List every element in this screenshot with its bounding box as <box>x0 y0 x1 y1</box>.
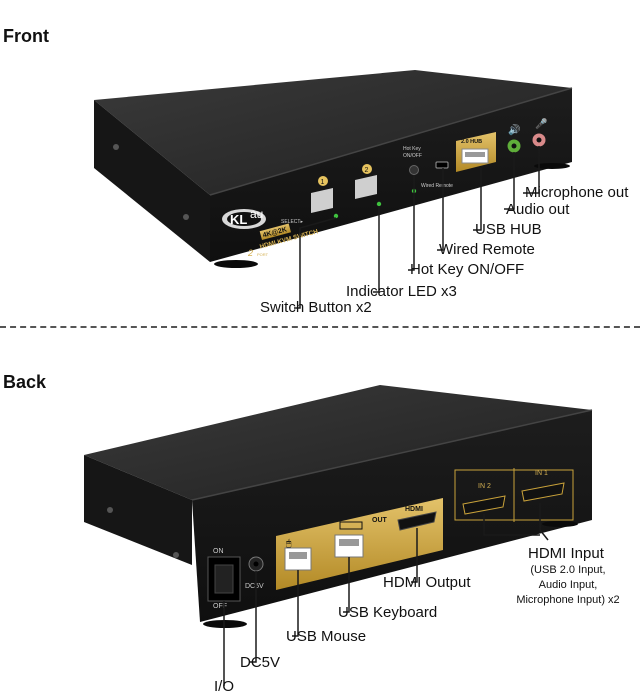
switch-button-1[interactable]: 1 <box>311 176 333 213</box>
hdmi-output-port[interactable] <box>397 511 437 531</box>
back-edge <box>191 409 593 501</box>
usb-mouse-port-tongue <box>289 552 307 559</box>
label-hdmi-input-note-3: Microphone Input) x2 <box>516 594 620 606</box>
usb-keyboard-port-tongue <box>339 539 359 546</box>
port-number: 2 <box>247 248 253 258</box>
svg-text:2: 2 <box>365 167 369 174</box>
microphone-icon: 🎤 <box>535 117 548 130</box>
port-word: PORT <box>257 252 269 257</box>
mouse-icon: 🖱 <box>286 538 292 549</box>
front-leader-lines <box>294 146 540 309</box>
screw-icon <box>107 507 113 513</box>
switch-button-2[interactable]: 2 <box>355 164 377 199</box>
label-usb-keyboard: USB Keyboard <box>338 604 438 621</box>
speaker-icon: 🔊 <box>508 123 520 136</box>
front-panel <box>210 88 572 262</box>
wired-remote-text: Wired Remote <box>421 183 453 189</box>
label-wired-remote: Wired Remote <box>439 241 535 258</box>
label-hdmi-input: HDMI Input <box>528 545 604 562</box>
indicator-led <box>376 201 382 207</box>
hotkey-text-line2: ON/OFF <box>403 153 422 159</box>
front-foot <box>214 260 258 268</box>
back-top-surface <box>84 385 592 500</box>
microphone-out-jack-hole <box>536 137 542 143</box>
label-hdmi-input-note-1: (USB 2.0 Input, <box>530 564 606 576</box>
off-text: OFF <box>213 603 227 610</box>
front-edge <box>209 87 573 196</box>
label-switch-button: Switch Button x2 <box>260 299 372 316</box>
front-left-side <box>94 100 210 262</box>
dc5v-jack-hole <box>253 561 259 567</box>
dc5v-text: DC5V <box>245 583 264 590</box>
label-dc5v: DC5V <box>240 654 281 671</box>
hotkey-button[interactable] <box>409 165 419 175</box>
back-foot <box>203 620 247 628</box>
in1-text: IN 1 <box>535 470 548 477</box>
front-foot <box>534 163 570 169</box>
label-io: I/O <box>214 678 235 695</box>
back-leader-lines <box>223 503 549 686</box>
label-usb-hub: USB HUB <box>475 221 542 238</box>
keyboard-icon <box>339 521 363 530</box>
logo-text-au: au <box>250 207 263 221</box>
label-hdmi-output: HDMI Output <box>383 574 471 591</box>
back-foot <box>542 521 578 527</box>
label-usb-mouse: USB Mouse <box>286 628 367 645</box>
in2-text: IN 2 <box>478 483 491 490</box>
screw-icon <box>183 214 189 220</box>
audio-out-jack-hole <box>511 143 517 149</box>
front-top-surface <box>94 70 572 195</box>
front-title: Front <box>3 26 49 46</box>
out-text: OUT <box>372 517 388 524</box>
usb-hub-port[interactable]: 2.0 HUB <box>456 132 496 172</box>
section-divider <box>0 326 640 328</box>
label-microphone-out: Microphone out <box>525 184 629 201</box>
logo-text-kl: KL <box>230 212 247 227</box>
select-text: SELECT▸ <box>281 219 303 225</box>
indicator-led <box>333 213 339 219</box>
label-hot-key: Hot Key ON/OFF <box>410 261 525 278</box>
on-text: ON <box>213 548 224 555</box>
screw-icon <box>113 144 119 150</box>
label-audio-out: Audio out <box>506 201 570 218</box>
back-left-side <box>84 455 192 565</box>
label-indicator-led: Indicator LED x3 <box>346 283 457 300</box>
hdmi-input-2-port[interactable] <box>462 495 506 515</box>
screw-icon <box>173 552 179 558</box>
klau-logo: KL au <box>222 207 266 229</box>
label-hdmi-input-note-2: Audio Input, <box>538 579 598 591</box>
hotkey-text-line1: Hot Key <box>403 146 421 152</box>
back-title: Back <box>3 372 47 392</box>
power-rocker[interactable] <box>214 564 234 594</box>
svg-text:2.0 HUB: 2.0 HUB <box>461 139 482 145</box>
hdmi-input-1-port[interactable] <box>521 482 565 502</box>
svg-text:1: 1 <box>321 179 325 186</box>
wired-remote-port[interactable] <box>435 161 449 169</box>
hdmi-out-text: HDMI <box>405 506 423 513</box>
